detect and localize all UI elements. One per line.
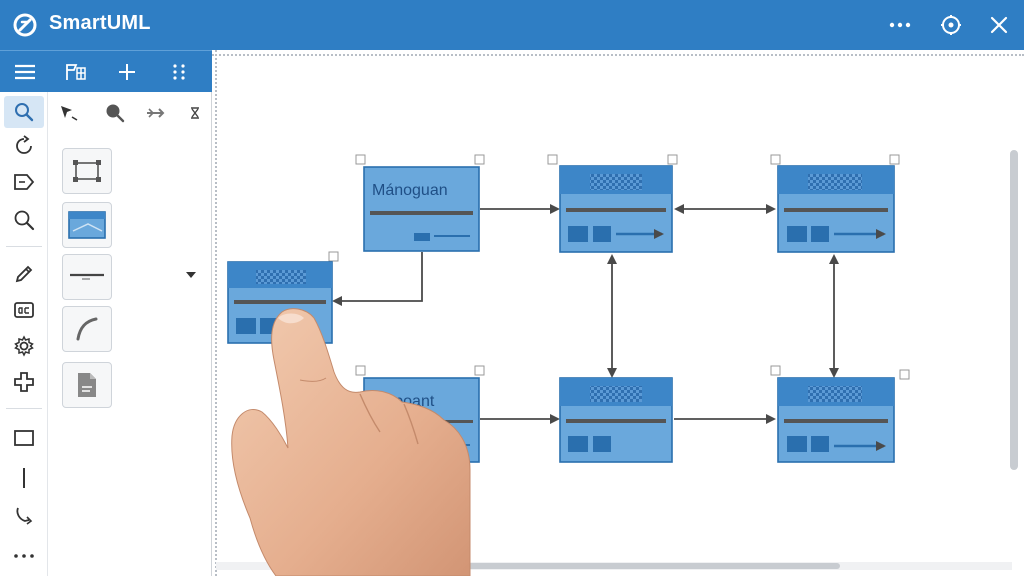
curve-shape[interactable] bbox=[62, 306, 112, 352]
text-box-icon bbox=[14, 302, 34, 318]
line-shape[interactable] bbox=[62, 254, 112, 300]
connectors bbox=[332, 204, 839, 424]
flag-tool-icon bbox=[66, 64, 86, 80]
pencil-tool[interactable] bbox=[4, 258, 44, 290]
close-button[interactable] bbox=[985, 11, 1013, 39]
main-toolbar bbox=[0, 50, 212, 92]
close-small-icon bbox=[191, 107, 199, 119]
diagram-node[interactable]: Mánoguan bbox=[355, 154, 485, 252]
class-shape-icon bbox=[68, 211, 106, 239]
settings-icon bbox=[14, 335, 34, 357]
chevron-down-icon[interactable] bbox=[185, 270, 197, 280]
more-options-button[interactable] bbox=[886, 11, 914, 39]
class-shape[interactable] bbox=[62, 202, 112, 248]
left-tool-column bbox=[0, 92, 48, 576]
menu-button[interactable] bbox=[11, 59, 39, 85]
node-shape[interactable] bbox=[62, 148, 112, 194]
rotate-icon bbox=[16, 135, 32, 154]
node-label: Inopoant bbox=[372, 393, 435, 410]
tag-tool[interactable] bbox=[4, 166, 44, 198]
plus-shape-tool[interactable] bbox=[4, 366, 44, 398]
target-button[interactable] bbox=[937, 11, 965, 39]
diagram-node[interactable] bbox=[227, 251, 339, 344]
line-shape-icon bbox=[70, 273, 104, 280]
rotate-tool[interactable] bbox=[4, 130, 44, 162]
node-label: Mánoguan bbox=[372, 182, 448, 199]
horizontal-scrollbar[interactable] bbox=[320, 563, 840, 569]
zoom-circle-icon bbox=[106, 104, 125, 123]
close-icon bbox=[990, 16, 1008, 34]
pan-icon bbox=[147, 108, 165, 118]
line-tool[interactable] bbox=[4, 462, 44, 494]
plus-shape-icon bbox=[14, 372, 34, 392]
text-box-tool[interactable] bbox=[4, 294, 44, 326]
rectangle-tool[interactable] bbox=[4, 422, 44, 454]
pointer-icon bbox=[61, 106, 78, 121]
diagram-node[interactable] bbox=[770, 154, 900, 253]
rectangle-icon bbox=[14, 430, 34, 446]
tool-separator bbox=[6, 408, 42, 409]
connector-n1-n5 bbox=[332, 252, 423, 306]
node-shape-icon bbox=[73, 160, 101, 182]
diagram-node[interactable]: Inopoant bbox=[355, 365, 485, 463]
line-icon bbox=[23, 468, 25, 488]
connector-icon bbox=[16, 507, 33, 525]
top-ruler bbox=[212, 50, 1024, 56]
shape-palette bbox=[48, 92, 212, 576]
zoom-tool[interactable] bbox=[4, 204, 44, 236]
close-palette-button[interactable] bbox=[180, 100, 210, 126]
zoom-circle-tool[interactable] bbox=[100, 100, 130, 126]
vertical-scrollbar[interactable] bbox=[1010, 150, 1018, 470]
title-bar: SmartUML bbox=[0, 0, 1024, 50]
pencil-icon bbox=[15, 265, 33, 283]
document-shape-icon bbox=[78, 373, 96, 397]
add-icon bbox=[119, 64, 135, 80]
settings-tool[interactable] bbox=[4, 330, 44, 362]
document-shape[interactable] bbox=[62, 362, 112, 408]
pointer-tool[interactable] bbox=[54, 100, 84, 126]
diagram-node[interactable] bbox=[559, 377, 673, 463]
left-ruler bbox=[212, 50, 217, 576]
smartuml-logo-icon bbox=[13, 13, 37, 37]
target-icon bbox=[941, 15, 961, 35]
add-button[interactable] bbox=[113, 59, 141, 85]
zoom-icon bbox=[14, 210, 35, 231]
search-tool[interactable] bbox=[4, 96, 44, 128]
connector-tool[interactable] bbox=[4, 500, 44, 532]
flag-tool-button[interactable] bbox=[62, 59, 90, 85]
diagram-node[interactable] bbox=[547, 154, 678, 253]
drag-grid-icon bbox=[173, 64, 185, 80]
more-horizontal-icon bbox=[889, 22, 911, 28]
tag-icon bbox=[14, 174, 35, 190]
diagram-node[interactable] bbox=[770, 365, 910, 463]
search-icon bbox=[15, 103, 34, 122]
menu-icon bbox=[15, 64, 35, 80]
more-vertical-icon bbox=[14, 554, 34, 558]
drag-grid-button[interactable] bbox=[165, 59, 193, 85]
pan-tool[interactable] bbox=[142, 100, 172, 126]
more-tools-button[interactable] bbox=[4, 540, 44, 572]
curve-shape-icon bbox=[76, 317, 98, 341]
tool-separator bbox=[6, 246, 42, 247]
app-title: SmartUML bbox=[49, 12, 151, 34]
